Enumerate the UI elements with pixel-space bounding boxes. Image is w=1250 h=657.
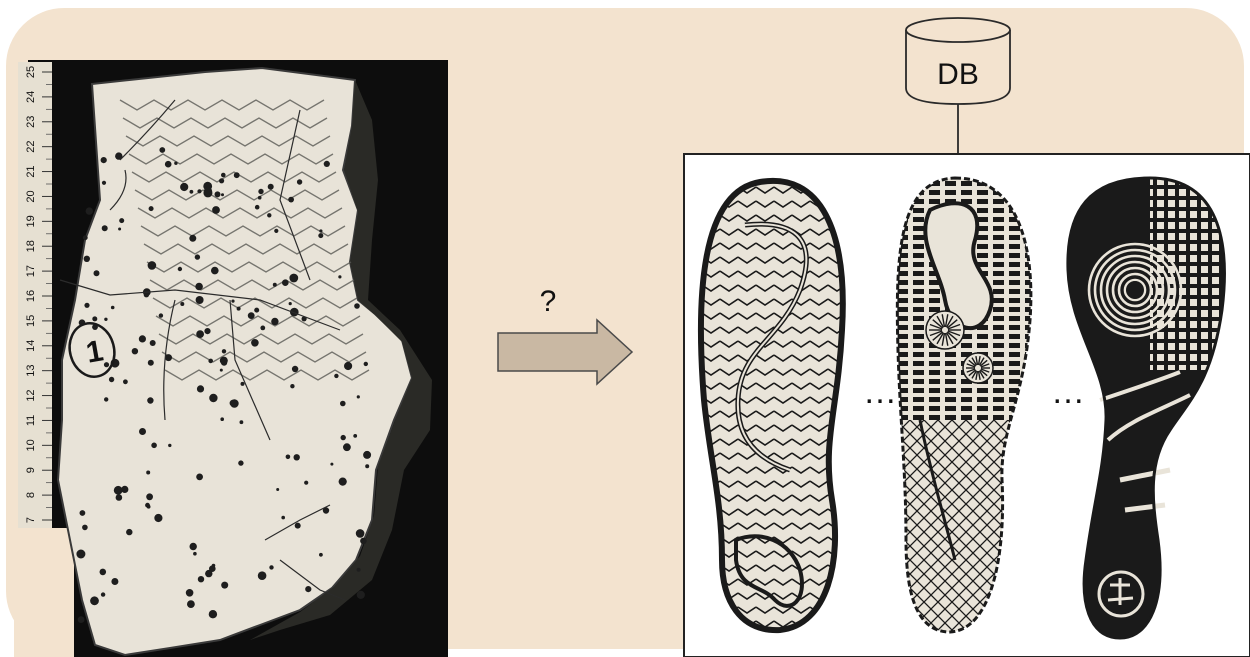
ellipsis-separator-1: … <box>863 373 897 411</box>
ruler-tick-label: 8 <box>25 492 37 498</box>
ruler-tick-label: 10 <box>25 439 37 451</box>
ruler-tick-label: 21 <box>25 165 37 177</box>
ruler-tick-label: 20 <box>25 190 37 202</box>
sunburst-motif-lower <box>963 353 993 383</box>
ruler-tick-label: 23 <box>25 116 37 128</box>
ruler-tick-label: 19 <box>25 215 37 227</box>
sunburst-motif-upper <box>926 311 964 349</box>
ruler-tick-label: 12 <box>25 389 37 401</box>
query-question-mark: ? <box>540 285 557 318</box>
ruler-tick-label: 24 <box>25 91 37 103</box>
ruler-tick-label: 15 <box>25 315 37 327</box>
reference-print-1 <box>700 170 848 640</box>
ruler-tick-label: 16 <box>25 290 37 302</box>
ruler-tick-label: 13 <box>25 365 37 377</box>
database-label: DB <box>937 58 979 91</box>
ruler-tick-label: 25 <box>25 66 37 78</box>
ruler-tick-label: 17 <box>25 265 37 277</box>
ellipsis-separator-2: … <box>1051 373 1085 411</box>
ruler-tick-label: 14 <box>25 340 37 352</box>
ruler-tick-label: 18 <box>25 240 37 252</box>
ruler-tick-label: 7 <box>25 517 37 523</box>
ruler-tick-label: 11 <box>25 415 37 426</box>
ruler-tick-label: 9 <box>25 467 37 473</box>
ruler-tick-label: 22 <box>25 141 37 153</box>
